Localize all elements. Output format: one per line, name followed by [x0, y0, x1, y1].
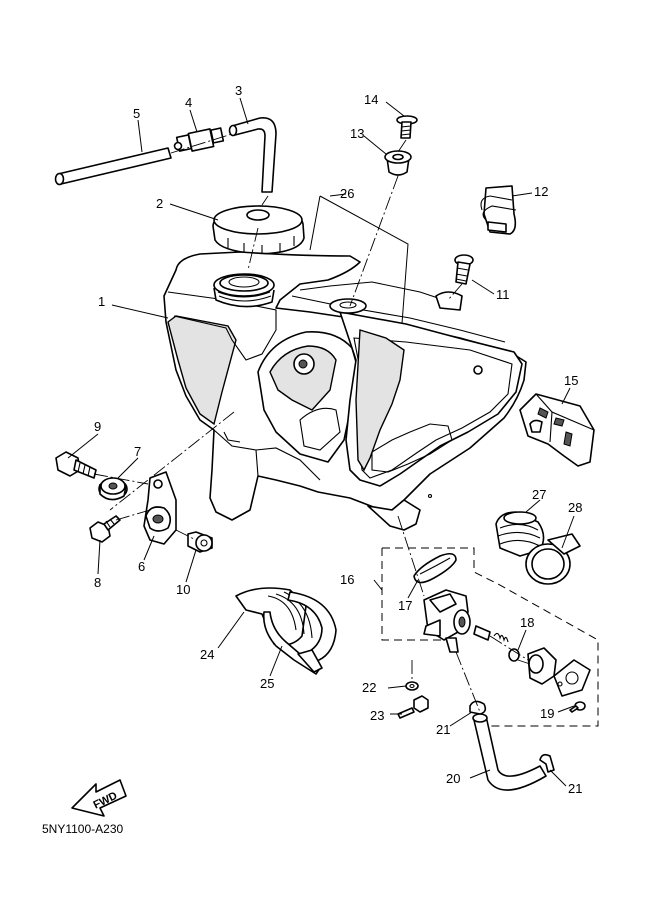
hose-clip [469, 700, 487, 715]
washer [405, 681, 419, 691]
fuel-tank [163, 251, 527, 531]
callout-6: 6 [138, 559, 145, 574]
band-clip [480, 185, 517, 235]
breather-hose [54, 147, 172, 186]
o-ring-spring [473, 625, 520, 662]
damper [98, 477, 128, 501]
callout-13: 13 [350, 126, 364, 141]
callout-10: 10 [176, 582, 190, 597]
leader-lines [67, 97, 575, 787]
lever-plate [553, 659, 591, 697]
callout-21-lower: 21 [568, 781, 582, 796]
callout-18: 18 [520, 615, 534, 630]
callout-26-bracket [309, 195, 409, 351]
callout-20: 20 [446, 771, 460, 786]
bolt-9 [55, 451, 97, 479]
callout-21-upper: 21 [436, 722, 450, 737]
hose-band [262, 611, 323, 675]
bolt [454, 254, 474, 285]
fuel-cock-lever [527, 647, 557, 685]
screw-23 [397, 695, 429, 719]
filter [495, 511, 545, 557]
fuel-cap [212, 205, 305, 255]
screw [396, 115, 418, 139]
callout-5: 5 [133, 106, 140, 121]
callout-19: 19 [540, 706, 554, 721]
gasket [413, 552, 457, 584]
fuel-cock [423, 589, 471, 653]
callout-8: 8 [94, 575, 101, 590]
callout-15: 15 [564, 373, 578, 388]
diagram-code: 5NY1100-A230 [42, 822, 123, 836]
cover [519, 393, 595, 467]
callout-2: 2 [156, 196, 163, 211]
hose-clip-2 [539, 753, 555, 773]
callout-28: 28 [568, 500, 582, 515]
center-lines [93, 133, 531, 713]
callout-12: 12 [534, 184, 548, 199]
fuel-hose [472, 713, 547, 791]
collar-10 [187, 531, 213, 553]
collar [384, 150, 412, 176]
callout-27: 27 [532, 487, 546, 502]
check-valve [173, 127, 225, 152]
bolt-8 [89, 515, 121, 543]
callout-14: 14 [364, 92, 378, 107]
callout-1: 1 [98, 294, 105, 309]
callout-9: 9 [94, 419, 101, 434]
bracket [143, 471, 177, 545]
callout-3: 3 [235, 83, 242, 98]
callout-22: 22 [362, 680, 376, 695]
callout-23: 23 [370, 708, 384, 723]
callout-26: 26 [340, 186, 354, 201]
callout-7: 7 [134, 444, 141, 459]
callout-11: 11 [496, 287, 510, 302]
callout-16: 16 [340, 572, 354, 587]
callout-25: 25 [260, 676, 274, 691]
callout-labels: 1 2 3 4 5 6 7 8 9 10 11 12 13 14 15 16 1… [94, 83, 582, 796]
breather-hose-bent [228, 117, 277, 193]
callout-4: 4 [185, 95, 192, 110]
fuel-cock-assy-group [381, 547, 599, 727]
callout-24: 24 [200, 647, 214, 662]
screw-19 [569, 701, 586, 713]
forward-arrow-icon: FWD [71, 779, 127, 817]
callout-17: 17 [398, 598, 412, 613]
